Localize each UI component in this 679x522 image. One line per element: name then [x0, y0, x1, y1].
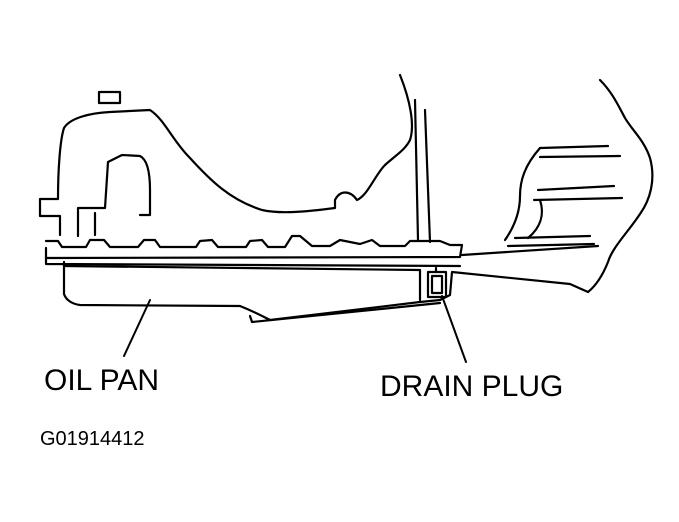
right-body	[460, 78, 654, 294]
drain-plug-label: DRAIN PLUG	[380, 370, 564, 403]
engine-housing	[38, 73, 464, 260]
drain-plug-leader	[441, 295, 467, 363]
leader-lines	[123, 295, 467, 363]
oil-pan-label: OIL PAN	[44, 364, 160, 397]
drain-plug-part	[426, 266, 448, 299]
oil-pan-body	[44, 256, 590, 324]
figure-id-text: G01914412	[40, 428, 145, 450]
oil-pan-leader	[123, 299, 151, 357]
